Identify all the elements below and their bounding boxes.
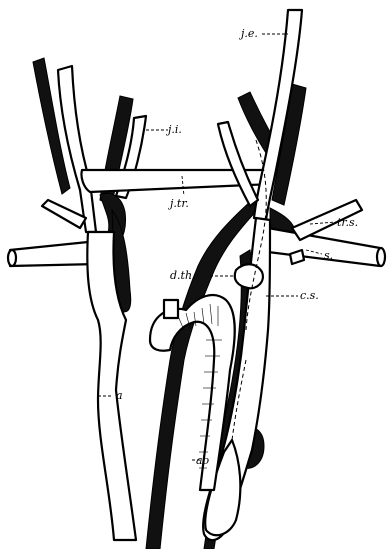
right-subclavian-end — [377, 248, 385, 266]
right-internal-jugular-vessel — [218, 122, 258, 206]
left-subclavian-vessel — [10, 242, 98, 266]
left-subclavian-end — [8, 250, 16, 266]
label-cs: c.s. — [300, 290, 319, 301]
label-dth: d.th. — [170, 270, 196, 281]
label-a: a — [116, 390, 123, 401]
thoracic-duct-vessel — [235, 264, 263, 288]
label-je: j.e. — [241, 28, 258, 39]
label-ao: ao — [196, 455, 209, 466]
label-trs: tr.s. — [337, 217, 358, 228]
aorta-branch-stub — [164, 300, 178, 318]
left-branch-stub — [42, 200, 86, 228]
label-ji: j.i. — [168, 124, 182, 135]
label-jtr: j.tr. — [170, 198, 189, 209]
label-s: s. — [324, 250, 333, 261]
